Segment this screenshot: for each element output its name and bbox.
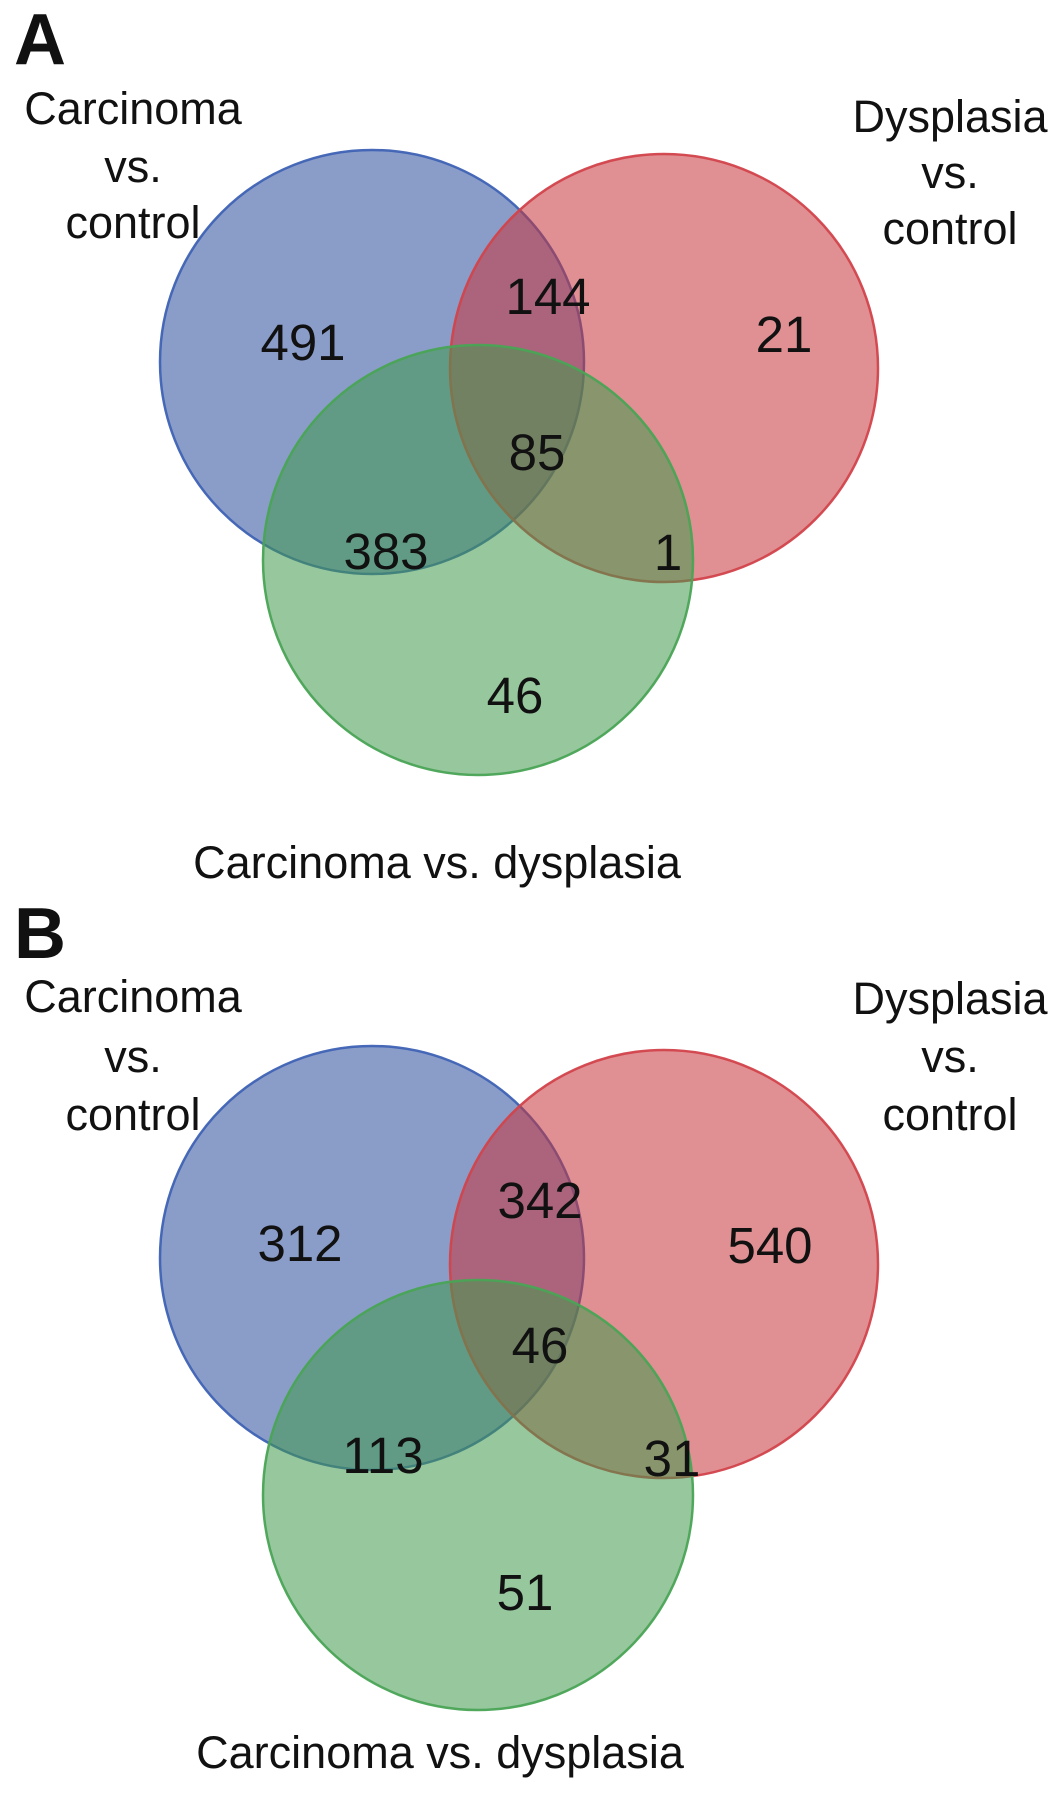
panel-b-red-set-label-line1: Dysplasia	[852, 973, 1048, 1024]
panel-b-letter: B	[14, 894, 66, 974]
panel-a: A Carcinoma vs. control Dysplasia vs. co…	[14, 0, 1049, 888]
panel-b-count-red-only: 540	[727, 1217, 812, 1274]
panel-a-letter: A	[14, 0, 66, 80]
panel-b-count-blue-red: 342	[497, 1172, 582, 1229]
panel-a-red-set-label-line2: vs.	[921, 147, 979, 198]
panel-b-count-blue-only: 312	[257, 1215, 342, 1272]
panel-a-red-set-label-line1: Dysplasia	[852, 91, 1048, 142]
panel-b-red-set-label-line2: vs.	[921, 1031, 979, 1082]
panel-a-count-red-green: 1	[654, 524, 682, 581]
panel-a-count-red-only: 21	[756, 306, 813, 363]
panel-a-count-center: 85	[509, 424, 566, 481]
panel-a-blue-set-label-line3: control	[65, 197, 200, 248]
panel-b-blue-set-label-line1: Carcinoma	[24, 971, 243, 1022]
panel-a-red-set-label-line3: control	[882, 203, 1017, 254]
panel-a-count-green-only: 46	[487, 667, 544, 724]
panel-b-red-set-label-line3: control	[882, 1089, 1017, 1140]
panel-b-blue-set-label-line2: vs.	[104, 1031, 162, 1082]
panel-b-count-blue-green: 113	[342, 1427, 423, 1484]
panel-b-count-center: 46	[512, 1317, 569, 1374]
panel-b-count-red-green: 31	[644, 1430, 701, 1487]
panel-a-blue-set-label-line2: vs.	[104, 141, 162, 192]
panel-b-count-green-only: 51	[497, 1564, 554, 1621]
panel-a-count-blue-green: 383	[343, 523, 428, 580]
panel-a-green-set-label: Carcinoma vs. dysplasia	[193, 837, 682, 888]
panel-a-blue-set-label-line1: Carcinoma	[24, 83, 243, 134]
panel-b-blue-set-label-line3: control	[65, 1089, 200, 1140]
panel-b-carcinoma-vs-dysplasia-circle	[261, 1278, 695, 1712]
panel-b-green-set-label: Carcinoma vs. dysplasia	[196, 1727, 685, 1778]
panel-a-carcinoma-vs-dysplasia-circle	[261, 343, 695, 777]
panel-a-count-blue-red: 144	[505, 268, 590, 325]
panel-a-count-blue-only: 491	[260, 314, 345, 371]
panel-b: B Carcinoma vs. control Dysplasia vs. co…	[14, 894, 1049, 1778]
